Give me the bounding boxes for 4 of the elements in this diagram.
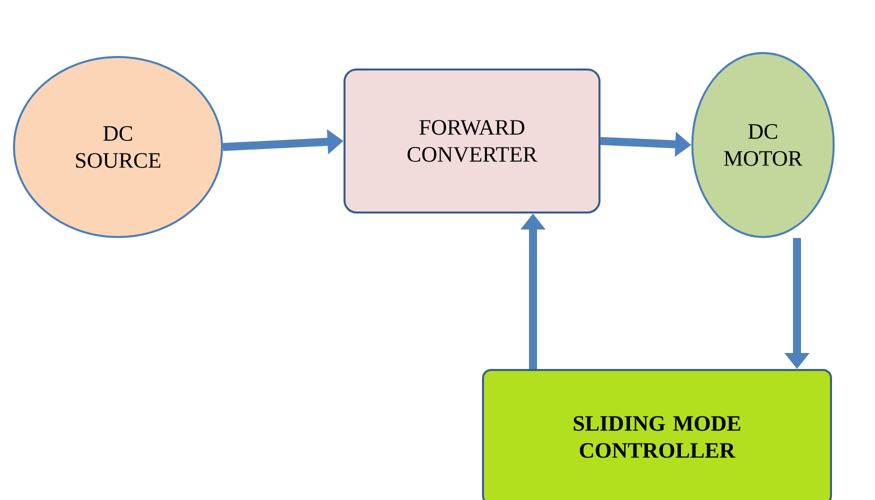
process-box: FORWARD CONVERTER [344,68,600,214]
process-box: SLIDING MODE CONTROLLER [482,369,832,500]
ellipse-node: DC SOURCE [13,56,223,238]
ellipse-node: DC MOTOR [691,52,835,238]
